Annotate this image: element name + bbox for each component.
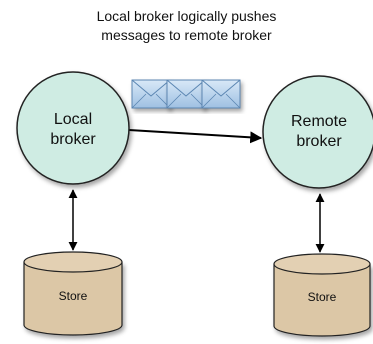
push-arrow	[128, 129, 263, 144]
title-line-2: messages to remote broker	[101, 27, 272, 43]
messages-group	[131, 79, 241, 109]
remote-store-cylinder[interactable]: Store	[273, 253, 371, 337]
remote-store-label: Store	[308, 290, 337, 304]
local-store-cylinder[interactable]: Store	[23, 251, 123, 336]
local-broker-label-1: Local	[54, 111, 92, 128]
local-broker-label-2: broker	[50, 131, 96, 148]
remote-broker-label-1: Remote	[291, 113, 347, 130]
envelope-icon	[131, 79, 171, 109]
local-store-label: Store	[59, 289, 88, 303]
remote-broker-node[interactable]: Remote broker	[262, 75, 373, 189]
title-line-1: Local broker logically pushes	[96, 8, 277, 24]
envelope-icon	[201, 79, 241, 109]
diagram-title: Local broker logically pushes messages t…	[0, 7, 373, 45]
remote-broker-label-2: broker	[296, 133, 342, 150]
envelope-icon	[166, 79, 206, 109]
local-broker-node[interactable]: Local broker	[16, 71, 130, 185]
